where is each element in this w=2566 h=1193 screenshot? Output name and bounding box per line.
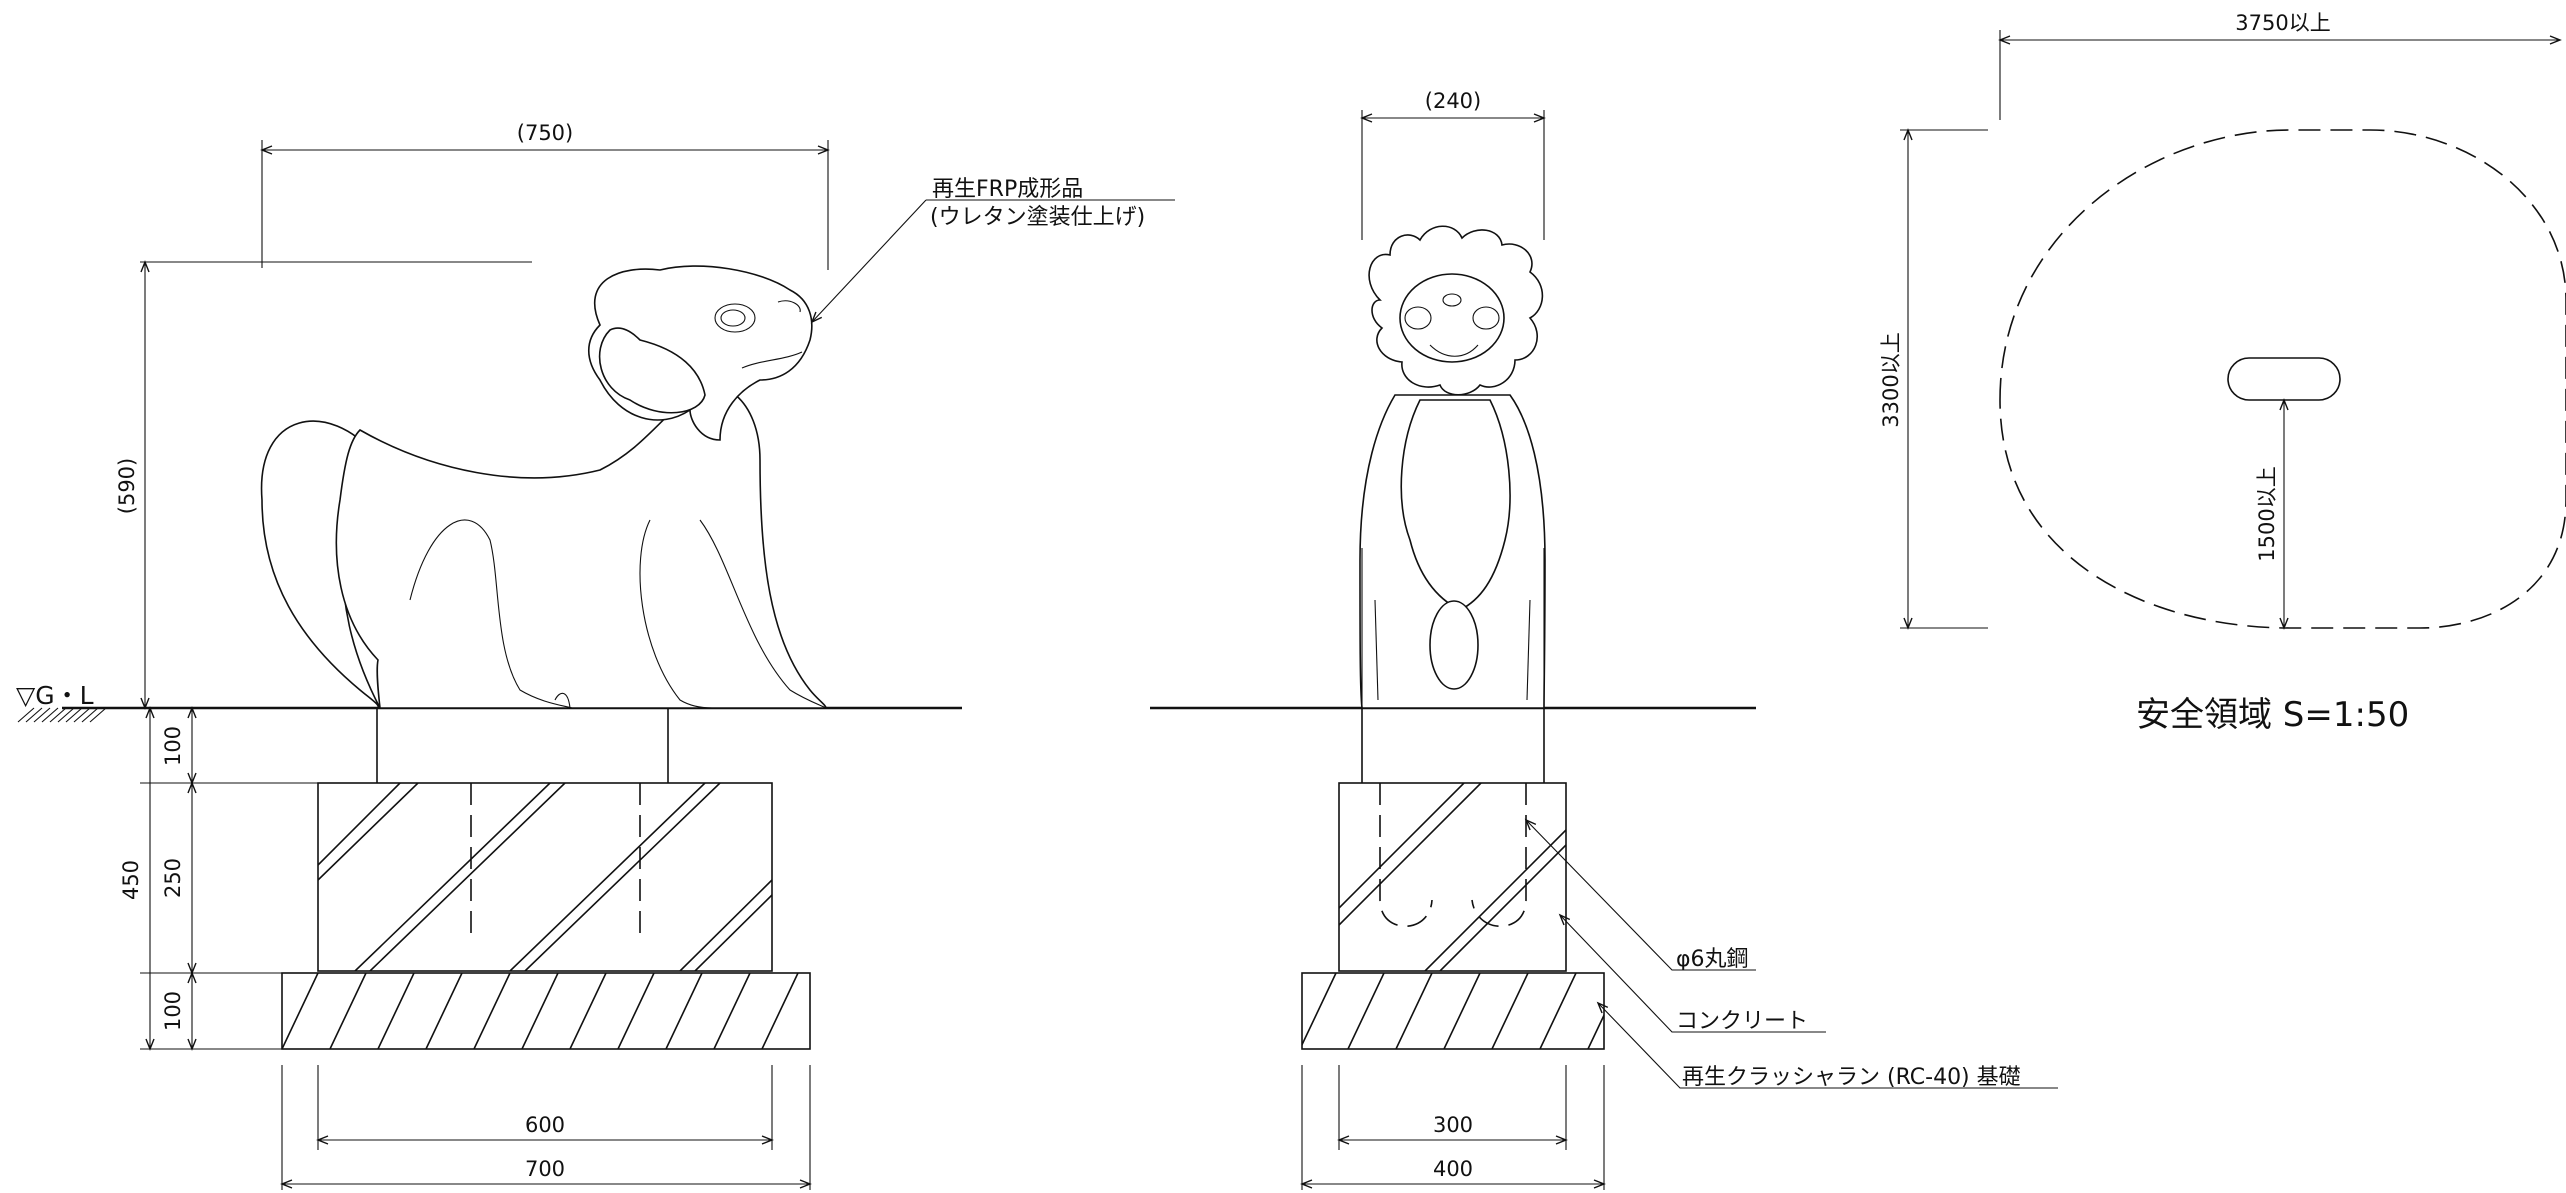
material-label-line1: 再生FRP成形品: [932, 177, 1083, 202]
material-label-line2: (ウレタン塗装仕上げ): [930, 205, 1145, 230]
dim-450-label: 450: [119, 860, 143, 900]
dim-100-top-label: 100: [161, 726, 185, 766]
concrete-hatch-front: [1339, 783, 1566, 971]
concrete-block-front: [1338, 782, 1567, 972]
height-label-side: (590): [115, 458, 139, 514]
gl-hatch: [17, 707, 107, 723]
dim-600-label: 600: [525, 1113, 565, 1137]
safety-area-title: 安全領域 S=1:50: [2136, 695, 2409, 735]
callout-concrete: コンクリート: [1676, 1009, 1808, 1034]
dim-700-label: 700: [525, 1157, 565, 1181]
concrete-block-side: [317, 782, 773, 972]
width-label-front: (240): [1425, 89, 1481, 113]
animal-figure-side: [260, 265, 827, 709]
safety-width-label: 3750以上: [2235, 11, 2330, 35]
front-view: (240) 300 400 φ6丸鋼 コンクリート 再生クラッシャラン (RC-…: [1150, 89, 2058, 1190]
play-equipment-outline: [2227, 357, 2341, 401]
dim-100-bottom-label: 100: [161, 991, 185, 1031]
safety-height-label: 3300以上: [1879, 332, 1903, 427]
safety-area: 3750以上 3300以上 1500以上 安全領域 S=1:50: [1879, 11, 2566, 735]
leader-concrete: [1558, 913, 1826, 1033]
leader-rebar: [1524, 818, 1756, 971]
rebar-front-1: [1379, 783, 1433, 927]
animal-figure-front: [1359, 225, 1546, 709]
material-leader: [810, 199, 927, 324]
leader-base: [1596, 1001, 2058, 1089]
callout-base: 再生クラッシャラン (RC-40) 基礎: [1682, 1065, 2021, 1090]
dim-300-label: 300: [1433, 1113, 1473, 1137]
dim-250-label: 250: [161, 858, 185, 898]
base-layer-side: [281, 972, 811, 1050]
rebar-front-2: [1471, 783, 1527, 927]
dim-400-label: 400: [1433, 1157, 1473, 1181]
side-view: ▽G・L: [16, 121, 1175, 1190]
safety-inner-label: 1500以上: [2255, 466, 2279, 561]
concrete-hatch-side: [318, 783, 772, 971]
base-hatch-side: [282, 973, 799, 1049]
callout-rebar: φ6丸鋼: [1676, 947, 1749, 972]
safety-zone-outline: [1999, 129, 2566, 629]
base-hatch-front: [1302, 973, 1604, 1049]
gl-label: ▽G・L: [16, 681, 94, 710]
width-label-side: (750): [517, 121, 573, 145]
